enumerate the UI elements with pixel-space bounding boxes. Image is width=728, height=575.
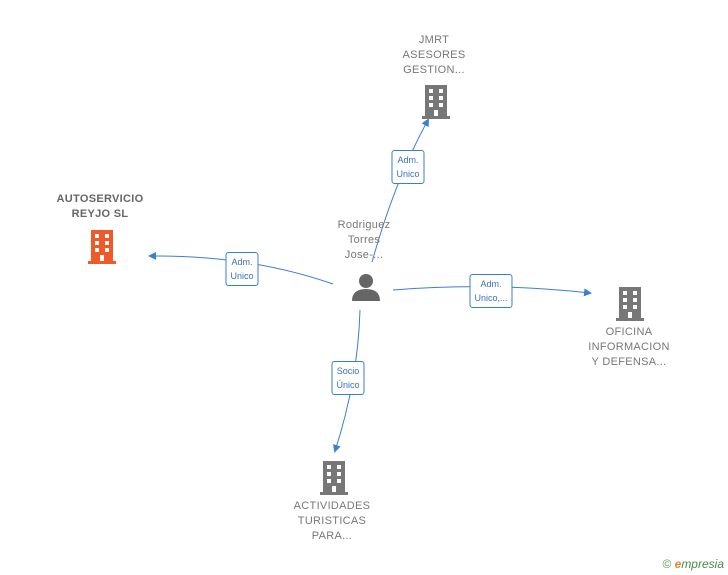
edge-label-jmrt[interactable]: Adm. Unico — [391, 150, 425, 184]
building-icon-oficina[interactable] — [614, 285, 646, 321]
center-person-label[interactable]: Rodriguez Torres Jose-... — [337, 219, 391, 261]
oficina-label[interactable]: OFICINA INFORMACION Y DEFENSA... — [588, 326, 670, 368]
edge-label-oficina[interactable]: Adm. Unico,... — [469, 274, 513, 308]
autoservicio-label[interactable]: AUTOSERVICIO REYJO SL — [56, 193, 144, 220]
building-icon-actividades[interactable] — [318, 459, 350, 495]
edge-label-autoservicio[interactable]: Adm. Unico — [225, 252, 259, 286]
copyright-icon: © — [662, 557, 672, 571]
building-icon-jmrt[interactable] — [420, 83, 452, 119]
footer-brand: © empresia — [662, 557, 724, 571]
jmrt-label[interactable]: JMRT ASESORES GESTION... — [402, 34, 466, 76]
actividades-label[interactable]: ACTIVIDADES TURISTICAS PARA... — [293, 500, 371, 542]
edge-jmrt — [371, 118, 429, 263]
building-icon-highlight[interactable] — [86, 228, 118, 264]
person-icon[interactable] — [351, 272, 381, 302]
edge-label-actividades[interactable]: Socio Único — [331, 361, 365, 395]
brand-logo: empresia — [674, 557, 724, 571]
